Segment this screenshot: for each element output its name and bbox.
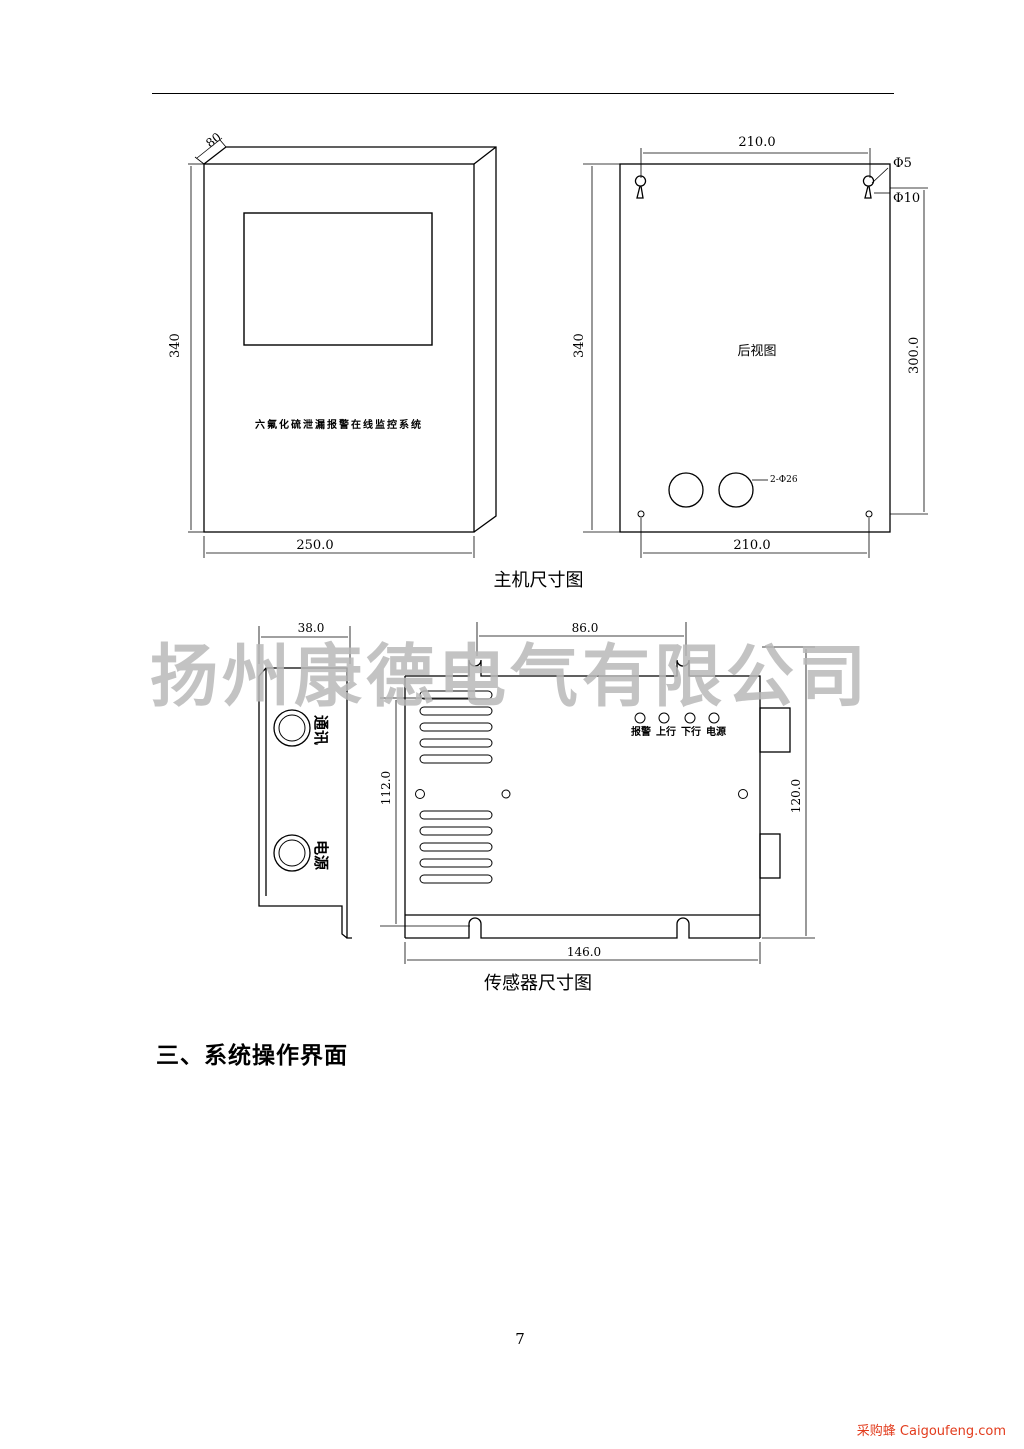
cable-hole-right [718, 472, 754, 508]
host-dimension-drawing: 80 340 250.0 六氟化硫泄漏报警在线监控系统 210.0 Φ5 Φ10… [168, 130, 928, 558]
rear-hole-small-label: Φ5 [893, 156, 912, 171]
host-front-face [203, 163, 475, 533]
sensor-height-label: 112.0 [379, 771, 393, 805]
rear-cable-hole-label: 2-Φ26 [770, 475, 798, 485]
host-side-face [203, 146, 497, 533]
keyhole-left [634, 175, 647, 199]
host-screen [243, 212, 433, 346]
sensor-caption: 传感器尺寸图 [484, 973, 592, 994]
sensor-connector-bottom [759, 833, 781, 879]
host-front-width-label: 250.0 [296, 538, 333, 553]
host-caption: 主机尺寸图 [493, 570, 584, 591]
sensor-side-width-label: 38.0 [298, 621, 325, 635]
sensor-body-bottom [405, 917, 760, 939]
rear-height-label: 340 [572, 333, 587, 358]
indicator-label-power: 电源 [706, 725, 726, 738]
page-number: 7 [515, 1330, 525, 1348]
keyhole-right [862, 175, 875, 199]
host-rear-face [619, 163, 891, 533]
indicator-alarm [634, 712, 646, 724]
indicator-label-up: 上行 [656, 725, 676, 738]
indicator-label-down: 下行 [681, 725, 701, 738]
cable-hole-left [668, 472, 704, 508]
section-heading: 三、系统操作界面 [156, 1043, 348, 1069]
rear-bottom-width-label: 210.0 [733, 538, 770, 553]
indicator-up [658, 712, 670, 724]
sensor-bottom-width-label: 146.0 [567, 945, 601, 959]
port-power [273, 834, 311, 872]
rear-view-label: 后视图 [737, 344, 776, 359]
sensor-outer-height-label: 120.0 [789, 779, 803, 813]
sensor-dimension-drawing: 38.0 通讯 电源 报警 上行 下行 电源 [150, 621, 870, 964]
sensor-connector-top [759, 707, 791, 753]
port-comm [273, 709, 311, 747]
header-rule [152, 93, 894, 94]
host-depth-label: 80 [203, 130, 224, 150]
port-power-label: 电源 [312, 840, 330, 870]
rear-top-width-label: 210.0 [738, 135, 775, 150]
port-comm-label: 通讯 [312, 715, 330, 745]
rear-inner-height-label: 300.0 [907, 337, 922, 374]
sensor-top-width-label: 86.0 [572, 621, 599, 635]
host-front-height-label: 340 [168, 333, 183, 358]
indicator-power [708, 712, 720, 724]
company-watermark: 扬州康德电气有限公司 [150, 637, 870, 717]
indicator-label-alarm: 报警 [631, 725, 651, 738]
indicator-down [684, 712, 696, 724]
host-panel-title: 六氟化硫泄漏报警在线监控系统 [255, 418, 423, 431]
rear-hole-large-label: Φ10 [893, 191, 920, 206]
sensor-body-top [404, 659, 761, 938]
site-footer-link[interactable]: 采购蜂 Caigoufeng.com [856, 1424, 1006, 1439]
